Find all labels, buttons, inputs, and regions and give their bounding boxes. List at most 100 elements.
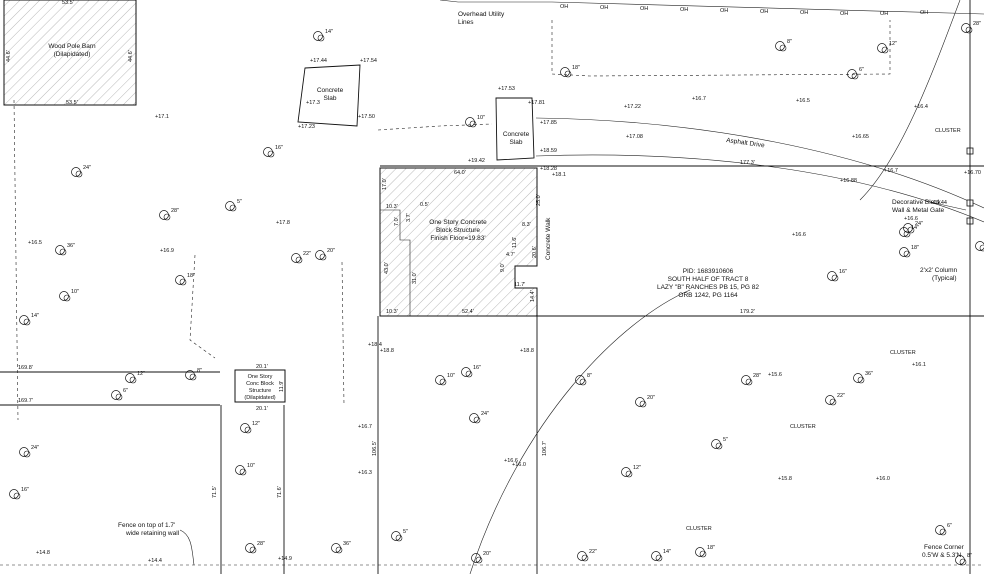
svg-text:5": 5"	[403, 529, 408, 535]
main-building-notch	[380, 209, 411, 316]
svg-text:+16.7: +16.7	[884, 168, 898, 174]
tree-symbol: 16"	[9, 487, 29, 500]
elevation-point: +17.22	[624, 104, 641, 110]
fence-top-label-2: wide retaining wall	[125, 530, 180, 537]
tree-symbol: 12"	[621, 465, 641, 478]
elevation-point: +18.59	[540, 148, 557, 154]
overhead-label-2: Lines	[458, 19, 474, 26]
svg-text:+16.4: +16.4	[914, 104, 928, 110]
svg-text:24": 24"	[83, 165, 91, 171]
svg-text:+18.1: +18.1	[552, 172, 566, 178]
dim-524: 52.4'	[462, 309, 474, 315]
elevation-point: +18.8	[380, 348, 394, 354]
svg-text:10": 10"	[71, 289, 79, 295]
svg-text:+16.70: +16.70	[964, 170, 981, 176]
tree-symbol: 22"	[577, 549, 597, 562]
dim-144: 14.4'	[530, 290, 536, 302]
cluster-label-3: CLUSTER	[790, 424, 816, 430]
dim-90: 9.0'	[500, 263, 506, 272]
elevation-point: +18.8	[520, 348, 534, 354]
svg-text:+17.08: +17.08	[626, 134, 643, 140]
svg-text:16": 16"	[21, 487, 29, 493]
svg-text:24": 24"	[31, 445, 39, 451]
svg-text:5": 5"	[723, 437, 728, 443]
pid-line-3: LAZY "B" RANCHES PB 15, PG 82	[657, 284, 759, 291]
fence-left-vertical	[13, 99, 19, 421]
barn-label-1: Wood Pole Barn	[48, 43, 96, 50]
tree-symbol: 22"	[825, 393, 845, 406]
elevation-point: +17.1	[155, 114, 169, 120]
tree-symbol: 18"	[560, 65, 580, 78]
slab1-label-1: Concrete	[317, 87, 344, 94]
svg-text:16": 16"	[473, 365, 481, 371]
slab2-label-2: Slab	[509, 139, 522, 146]
dim-170: 17.0'	[382, 178, 388, 190]
tree-symbol: 28"	[741, 373, 761, 386]
pid-line-1: PID: 1683910606	[683, 268, 734, 275]
elevation-point: +16.6	[904, 216, 918, 222]
svg-text:20": 20"	[483, 551, 491, 557]
svg-text:+16.7: +16.7	[692, 96, 706, 102]
elevation-point: +16.6	[504, 458, 518, 464]
dim-1792: 179.2'	[740, 309, 755, 315]
svg-text:+14.4: +14.4	[148, 558, 162, 564]
column-label-1: 2'x2' Column	[920, 267, 958, 274]
barn-dim-bottom: 53.5'	[66, 100, 78, 106]
elevation-point: +16.88	[840, 178, 857, 184]
tree-symbol: 16"	[263, 145, 283, 158]
svg-text:28": 28"	[257, 541, 265, 547]
svg-text:22": 22"	[303, 251, 311, 257]
svg-text:10": 10"	[247, 463, 255, 469]
svg-text:18": 18"	[911, 245, 919, 251]
svg-text:6": 6"	[123, 388, 128, 394]
dim-201b: 20.1'	[256, 406, 268, 412]
svg-text:+17.81: +17.81	[528, 100, 545, 106]
tree-symbol: 10"	[435, 373, 455, 386]
svg-text:+17.54: +17.54	[360, 58, 377, 64]
trees-layer: 14" 18" 6" 8" 12" 10" 16" 24" 28" 36" 5" 20" 22" 14" 1…	[9, 21, 984, 566]
tree-symbol: 14"	[651, 549, 671, 562]
dim-1698: 169.8'	[18, 365, 33, 371]
svg-text:+18.4: +18.4	[368, 342, 382, 348]
tree-symbol: 5"	[225, 199, 242, 212]
svg-text:+17.23: +17.23	[298, 124, 315, 130]
dim-1065: 106.5'	[372, 441, 378, 456]
tree-symbol: 14"	[313, 29, 333, 42]
elevation-point: +16.70	[964, 170, 981, 176]
svg-text:+18.59: +18.59	[540, 148, 557, 154]
elevations-layer: +17.1+16.5+16.9+17.8+18.4+18.8+18.8+16.7…	[28, 58, 981, 564]
elevation-point: +16.6	[792, 232, 806, 238]
svg-text:OH: OH	[680, 7, 688, 13]
tree-symbol: 10"	[59, 289, 79, 302]
fence-corner-label-2: 0.5'W & 5.3'N	[922, 552, 962, 559]
elevation-point: +17.3	[306, 100, 320, 106]
overhead-line-oh-labels: OH OH OH OH OH OH OH OH OH OH	[560, 4, 928, 17]
fence-enclosure	[189, 254, 216, 359]
svg-text:+16.3: +16.3	[358, 470, 372, 476]
svg-text:36": 36"	[865, 371, 873, 377]
dim-310: 31.0'	[412, 272, 418, 284]
dim-05: 0.5'	[420, 202, 429, 208]
elevation-point: +19.42	[468, 158, 485, 164]
svg-text:OH: OH	[840, 11, 848, 17]
svg-text:+14.9: +14.9	[278, 556, 292, 562]
elevation-point: +14.9	[278, 556, 292, 562]
barn-dim-right: 44.6'	[128, 50, 134, 62]
tree-symbol: 20"	[635, 395, 655, 408]
dim-430: 43.0'	[384, 262, 390, 274]
tree-symbol: 8"	[775, 39, 792, 52]
svg-text:14": 14"	[325, 29, 333, 35]
elevation-point: +18.28	[540, 166, 557, 172]
svg-text:+16.44: +16.44	[930, 200, 947, 206]
svg-text:16": 16"	[275, 145, 283, 151]
barn-dim-left: 44.6'	[6, 50, 12, 62]
elevation-point: +17.85	[540, 120, 557, 126]
dim-116: 11.6'	[512, 237, 518, 248]
overhead-line-top	[439, 0, 984, 15]
dim-83: 8.3'	[522, 222, 531, 228]
svg-text:+16.9: +16.9	[160, 248, 174, 254]
svg-text:OH: OH	[760, 9, 768, 15]
elevation-point: +17.8	[276, 220, 290, 226]
small-bldg-label-4: (Dilapidated)	[244, 395, 275, 401]
